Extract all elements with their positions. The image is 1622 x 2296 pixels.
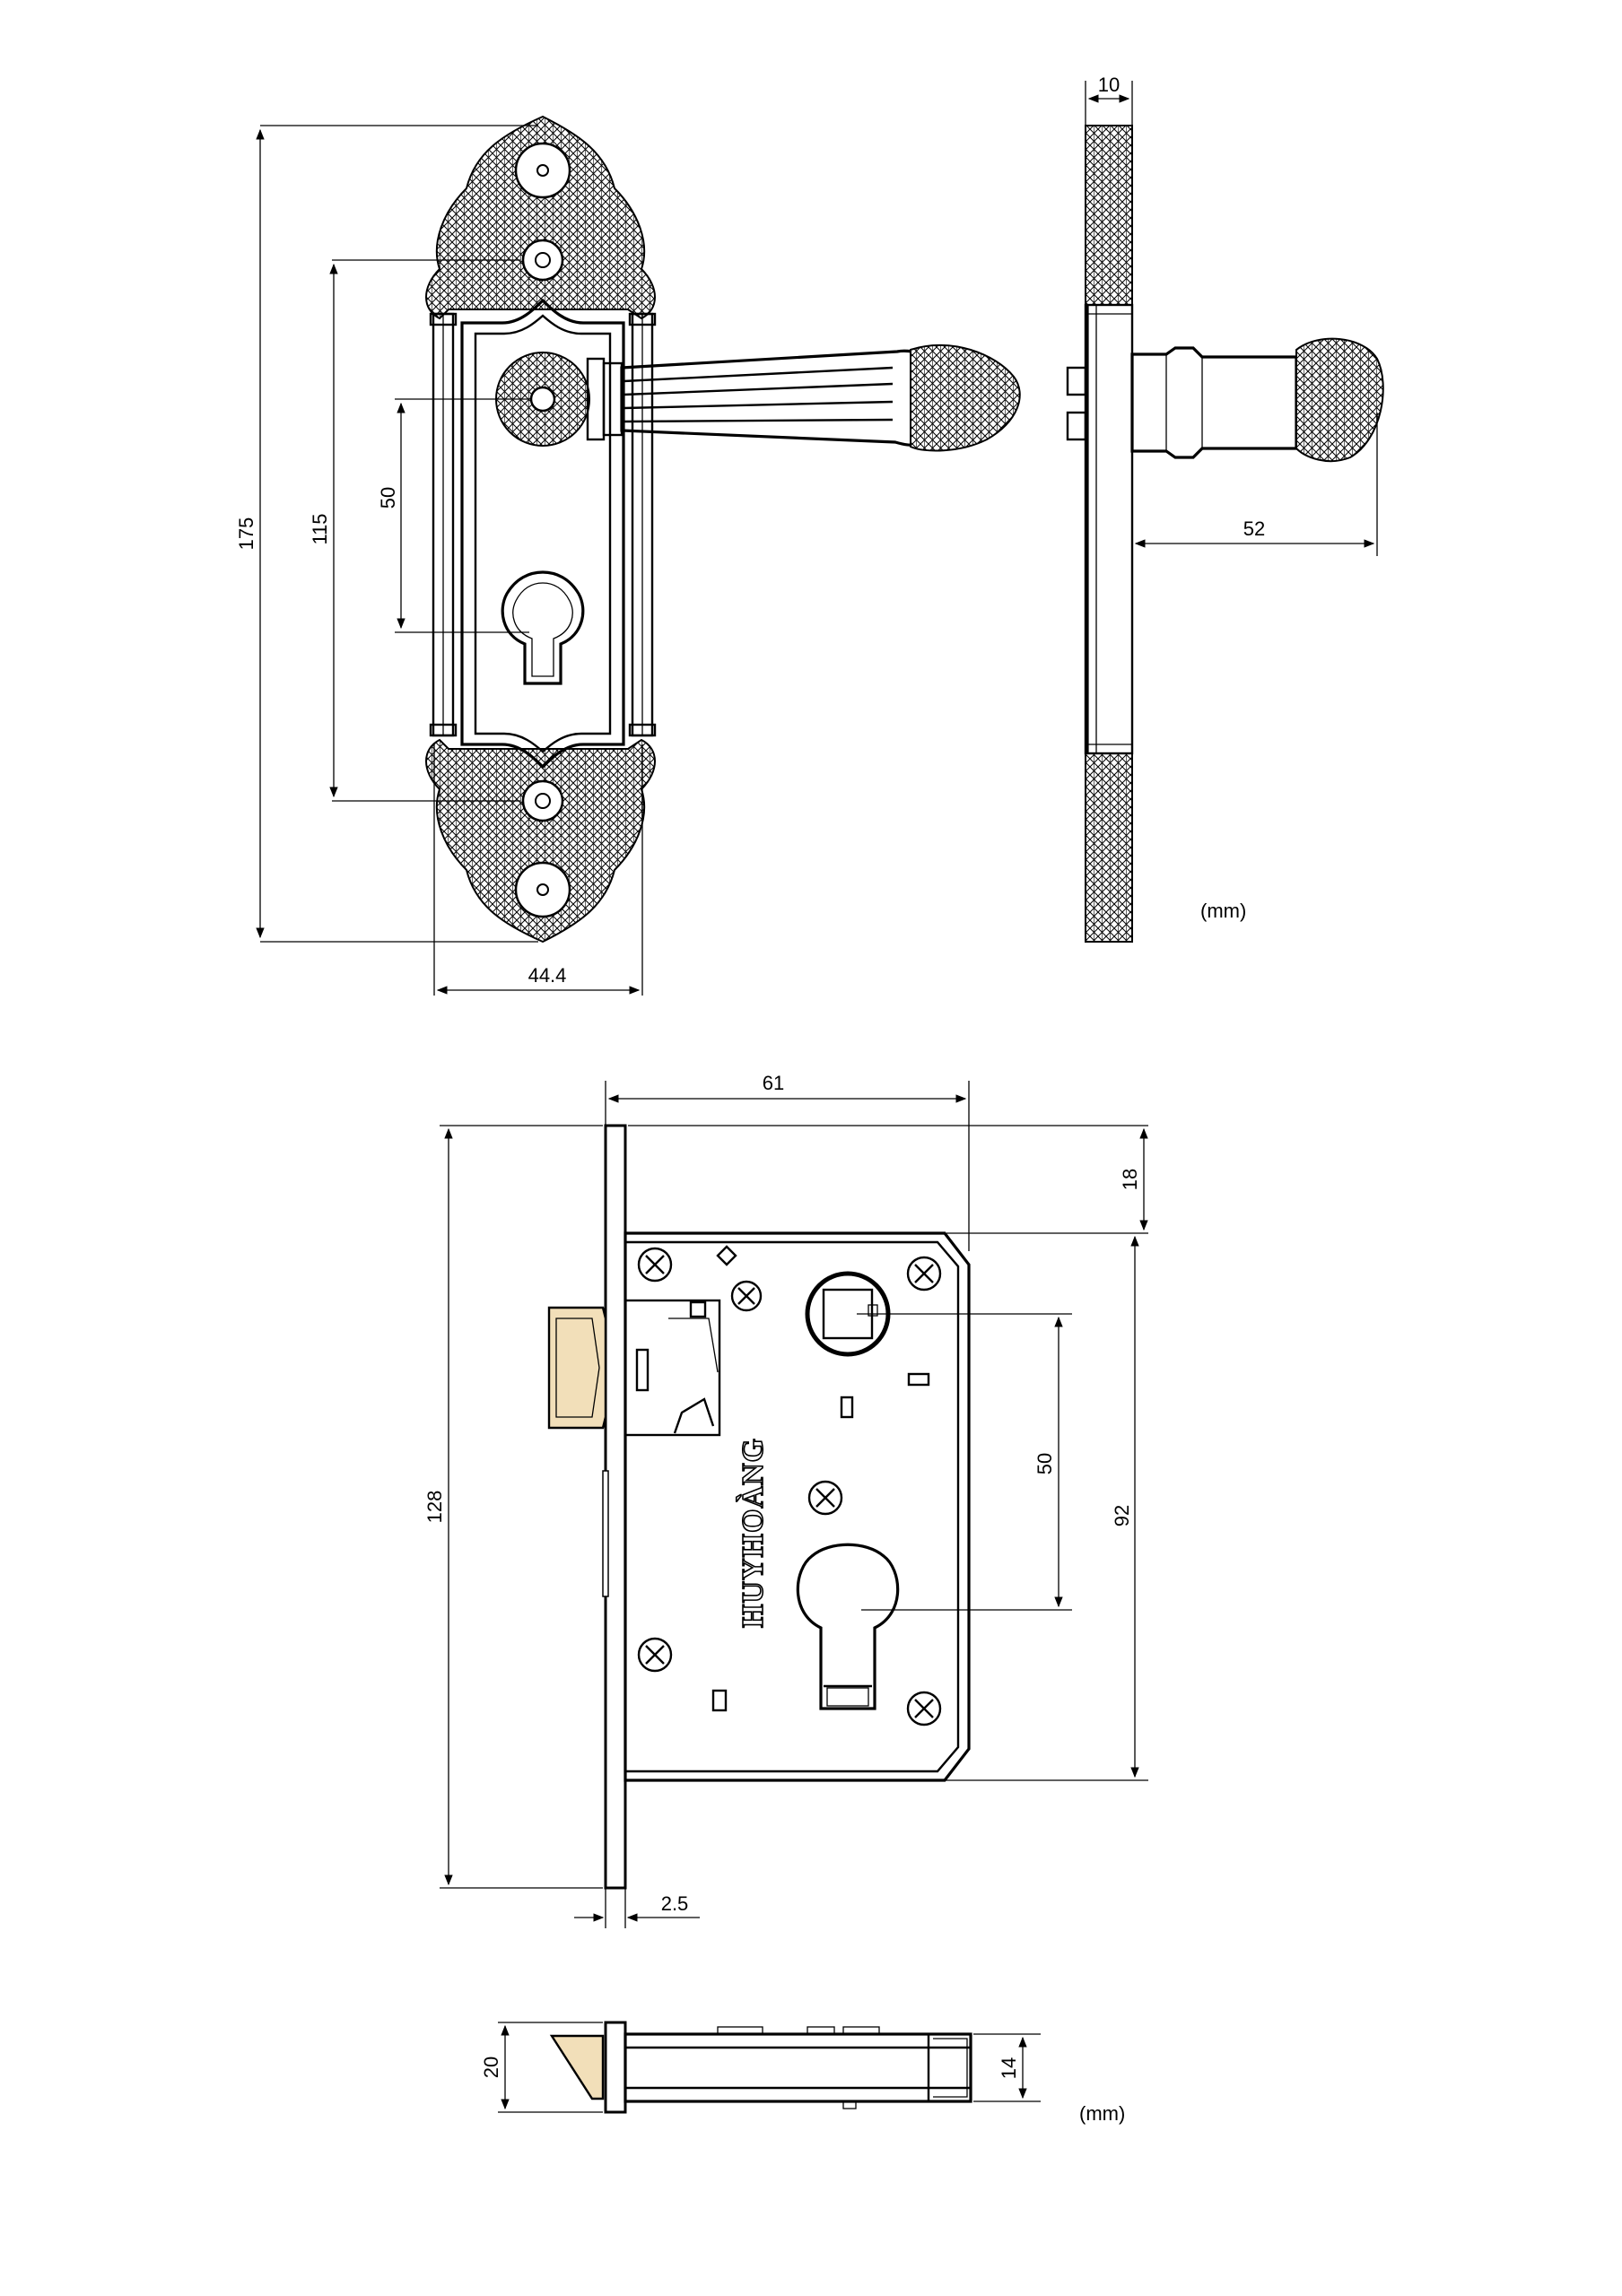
- lock-case: [624, 1231, 971, 1782]
- brand-text: HUYHOÀNG: [737, 1438, 770, 1628]
- dim-case-thickness-14: 14: [998, 2057, 1020, 2079]
- side-lever-knob: [1295, 337, 1384, 463]
- bottom-faceplate: [604, 2021, 627, 2114]
- dim-projection-52: 52: [1243, 517, 1265, 540]
- lever-tip: [910, 344, 1021, 452]
- bottom-case: [624, 2032, 972, 2103]
- latch-housing: [624, 1299, 721, 1437]
- dim-spindle-to-cylinder-50: 50: [1033, 1453, 1056, 1474]
- dim-backset-61: 61: [763, 1072, 784, 1094]
- case-screws: [637, 1247, 942, 1726]
- dim-height-175: 175: [235, 517, 257, 551]
- top-ornament: [425, 115, 656, 320]
- bottom-latch: [549, 2034, 605, 2100]
- lever-arm: [620, 349, 926, 447]
- dim-handle-to-key-50: 50: [377, 487, 399, 509]
- lock-bottom-view: [549, 2021, 972, 2114]
- dim-screw-spacing-115: 115: [309, 513, 331, 544]
- lock-bottom-dimensions: 20 14 (mm): [480, 2022, 1125, 2125]
- handle-front-view: [425, 115, 1021, 944]
- lock-body-view: HUYHOÀNG: [547, 1124, 971, 1890]
- dim-plate-thickness-10: 10: [1098, 74, 1120, 96]
- dim-top-offset-18: 18: [1119, 1169, 1141, 1190]
- lock-body-dimensions: 61 128 18 92 50 2.5: [423, 1072, 1148, 1928]
- handle-front-dimensions: 175 115 50 44.4: [235, 125, 643, 996]
- dim-faceplate-depth-20: 20: [480, 2057, 502, 2078]
- units-label-bottom: (mm): [1079, 2102, 1125, 2125]
- backplate: [460, 298, 625, 770]
- dim-faceplate-thickness-2-5: 2.5: [661, 1892, 689, 1915]
- side-lever-shaft: [1130, 346, 1298, 459]
- units-label-top: (mm): [1200, 900, 1246, 922]
- dim-width-44-4: 44.4: [528, 964, 567, 987]
- dim-case-height-92: 92: [1111, 1505, 1133, 1526]
- key-hole: [501, 570, 585, 685]
- latch-bolt: [547, 1306, 607, 1430]
- dim-faceplate-height-128: 128: [423, 1491, 446, 1524]
- handle-side-view: [1066, 125, 1384, 943]
- handle-side-dimensions: 10 52 (mm): [1085, 74, 1378, 922]
- cylinder-hole: [796, 1543, 900, 1710]
